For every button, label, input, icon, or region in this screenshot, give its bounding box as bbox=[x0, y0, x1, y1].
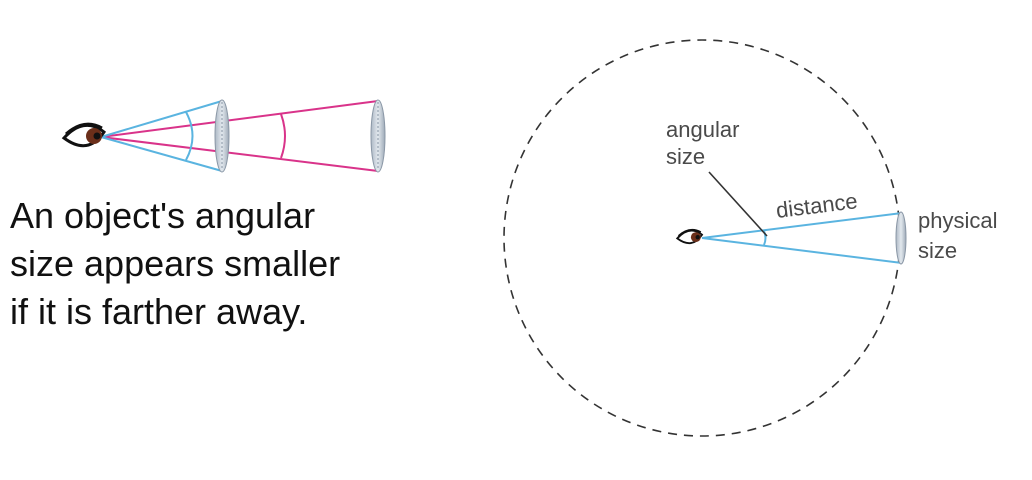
eye-icon bbox=[61, 122, 107, 148]
near-object bbox=[214, 99, 230, 173]
ray-bottom bbox=[701, 237, 903, 264]
caption-line: An object's angular bbox=[10, 195, 316, 236]
near-ray-top bbox=[100, 100, 223, 138]
caption: An object's angular size appears smaller… bbox=[10, 192, 430, 336]
far-angle-arc bbox=[280, 113, 286, 159]
caption-line: size appears smaller bbox=[10, 243, 341, 284]
far-ray-bottom bbox=[100, 136, 379, 172]
angular-size-label-line2: size bbox=[666, 144, 705, 169]
distance-label: distance bbox=[775, 188, 859, 223]
ray-top bbox=[701, 212, 903, 239]
near-ray-bottom bbox=[100, 136, 223, 172]
angular-size-pointer bbox=[708, 171, 768, 237]
far-ray-top bbox=[100, 100, 379, 138]
left-comparison bbox=[61, 99, 386, 173]
right-definition: angular size distance physical size bbox=[503, 39, 997, 437]
physical-size-label-line1: physical bbox=[918, 208, 997, 233]
angular-size-label-line1: angular bbox=[666, 117, 739, 142]
physical-size-label-line2: size bbox=[918, 238, 957, 263]
near-angle-arc bbox=[185, 111, 194, 161]
object-disc bbox=[895, 211, 907, 265]
eye-icon bbox=[675, 228, 704, 245]
caption-line: if it is farther away. bbox=[10, 291, 308, 332]
far-object bbox=[370, 99, 386, 173]
